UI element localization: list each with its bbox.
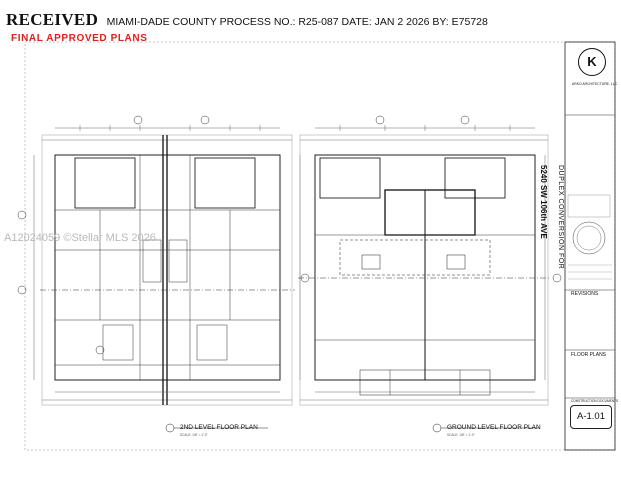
received-stamp: RECEIVED MIAMI-DADE COUNTY PROCESS NO.: … [6,10,488,30]
received-label: RECEIVED [6,10,99,29]
revisions-label: REVISIONS [571,291,599,297]
right-plan-scale: SCALE: 1/8" = 1'-0" [447,433,475,437]
firm-name: ARKO ARCHITECTURE, LLC [572,82,618,86]
project-address: 5240 SW 106th AVE [539,165,548,239]
sheet-number: A-1.01 [570,405,612,429]
final-approved-label: FINAL APPROVED PLANS [11,33,148,44]
construction-docs-label: CONSTRUCTION DOCUMENTS [571,399,619,403]
project-type: DUPLEX CONVERSION FOR [557,165,564,270]
project-address-block: DUPLEX CONVERSION FOR 5240 SW 106th AVE [536,165,572,269]
process-number-line: MIAMI-DADE COUNTY PROCESS NO.: R25-087 D… [106,16,488,28]
right-plan-title: GROUND LEVEL FLOOR PLAN SCALE: 1/8" = 1'… [447,424,541,437]
mls-watermark: A12024059 ©Stellar MLS 2026 [4,232,156,244]
left-plan-scale: SCALE: 1/8" = 1'-0" [180,433,208,437]
left-plan-title: 2ND LEVEL FLOOR PLAN SCALE: 1/8" = 1'-0" [180,424,258,437]
firm-logo: K [578,48,606,76]
sheet-title: FLOOR PLANS [571,352,607,358]
